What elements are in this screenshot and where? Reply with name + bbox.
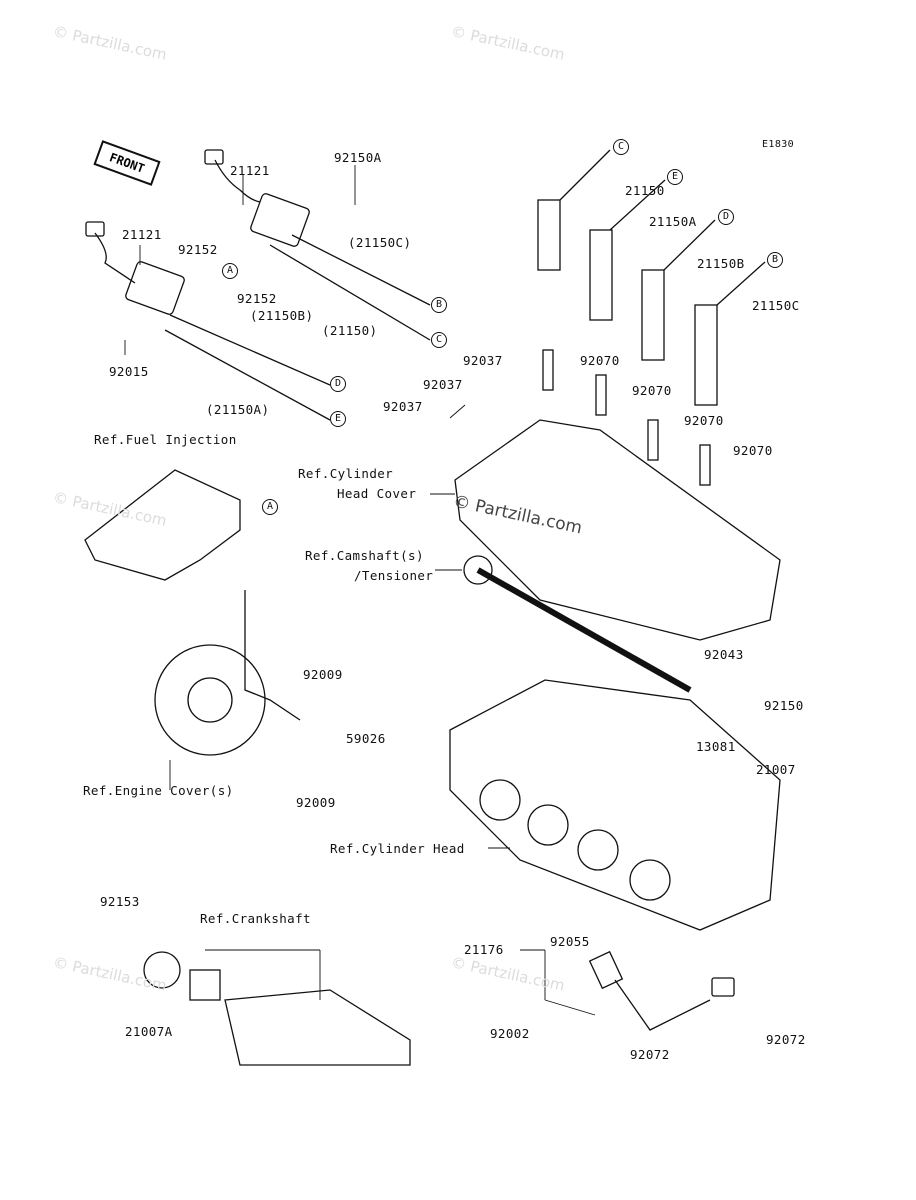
camshaft[interactable] xyxy=(463,555,692,693)
part-92015[interactable]: 92015 xyxy=(109,364,149,379)
callout-e-top: E xyxy=(667,169,683,185)
part-92150A[interactable]: 92150A xyxy=(334,150,382,165)
fuel-injection-bracket[interactable] xyxy=(84,469,241,581)
part-92072-right[interactable]: 92072 xyxy=(766,1032,806,1047)
part-92153[interactable]: 92153 xyxy=(100,894,140,909)
cylinder-head-cover[interactable] xyxy=(454,419,781,641)
part-21150B[interactable]: 21150B xyxy=(697,256,745,271)
crankshaft[interactable] xyxy=(143,951,411,1066)
ref-crankshaft: Ref.Crankshaft xyxy=(200,911,311,926)
callout-e-coil: E xyxy=(330,411,346,427)
leader-lines xyxy=(124,165,596,1016)
part-92037-1[interactable]: 92037 xyxy=(463,353,503,368)
spark-plugs[interactable] xyxy=(542,349,711,486)
callout-a-coil: A xyxy=(222,263,238,279)
part-92152-right[interactable]: 92152 xyxy=(237,291,277,306)
part-59026[interactable]: 59026 xyxy=(346,731,386,746)
part-92009-top[interactable]: 92009 xyxy=(303,667,343,682)
part-92037-2[interactable]: 92037 xyxy=(423,377,463,392)
part-92072-left[interactable]: 92072 xyxy=(630,1047,670,1062)
part-92150[interactable]: 92150 xyxy=(764,698,804,713)
part-92070-2[interactable]: 92070 xyxy=(632,383,672,398)
part-92043[interactable]: 92043 xyxy=(704,647,744,662)
part-92009-bottom[interactable]: 92009 xyxy=(296,795,336,810)
plug-cap-21150B[interactable] xyxy=(641,219,716,361)
part-21176[interactable]: 21176 xyxy=(464,942,504,957)
part-21007[interactable]: 21007 xyxy=(756,762,796,777)
part-21150C[interactable]: 21150C xyxy=(752,298,800,313)
part-92152-left[interactable]: 92152 xyxy=(178,242,218,257)
part-92055[interactable]: 92055 xyxy=(550,934,590,949)
callout-b-top: B xyxy=(767,252,783,268)
part-92070-1[interactable]: 92070 xyxy=(580,353,620,368)
part-13081[interactable]: 13081 xyxy=(696,739,736,754)
ref-cylinder-head-cover-line2: Head Cover xyxy=(337,486,417,501)
cylinder-bores xyxy=(479,779,671,901)
part-21150B-ref[interactable]: (21150B) xyxy=(250,308,314,323)
part-21121-lower[interactable]: 21121 xyxy=(122,227,162,242)
part-21150A-ref[interactable]: (21150A) xyxy=(206,402,270,417)
callout-c-top: C xyxy=(613,139,629,155)
part-21007A[interactable]: 21007A xyxy=(125,1024,173,1039)
callout-d-coil: D xyxy=(330,376,346,392)
diagram-code: E1830 xyxy=(762,139,795,150)
part-21150-ref[interactable]: (21150) xyxy=(322,323,378,338)
cylinder-head[interactable] xyxy=(449,679,781,931)
ref-cylinder-head: Ref.Cylinder Head xyxy=(330,841,465,856)
ignition-coil-upper[interactable] xyxy=(204,149,431,341)
plug-cap-21150[interactable] xyxy=(537,149,611,271)
part-92070-3[interactable]: 92070 xyxy=(684,413,724,428)
callout-d-top: D xyxy=(718,209,734,225)
plug-cap-21150C[interactable] xyxy=(694,261,766,406)
part-92037-3[interactable]: 92037 xyxy=(383,399,423,414)
ref-engine-cover: Ref.Engine Cover(s) xyxy=(83,783,234,798)
part-21121-upper[interactable]: 21121 xyxy=(230,163,270,178)
callout-b-coil: B xyxy=(431,297,447,313)
ignition-coil-lower[interactable] xyxy=(85,221,331,421)
part-92002[interactable]: 92002 xyxy=(490,1026,530,1041)
camshaft-position-sensor[interactable] xyxy=(588,950,735,1031)
ref-camshaft-line1: Ref.Camshaft(s) xyxy=(305,548,424,563)
callout-c-coil: C xyxy=(431,332,447,348)
part-21150C-ref[interactable]: (21150C) xyxy=(348,235,412,250)
ref-fuel-injection: Ref.Fuel Injection xyxy=(94,432,237,447)
ref-camshaft-line2: /Tensioner xyxy=(354,568,434,583)
callout-a-bracket: A xyxy=(262,499,278,515)
plug-cap-21150A[interactable] xyxy=(589,179,666,321)
part-21150[interactable]: 21150 xyxy=(625,183,665,198)
part-92070-4[interactable]: 92070 xyxy=(733,443,773,458)
engine-cover[interactable] xyxy=(154,590,301,756)
ref-cylinder-head-cover-line1: Ref.Cylinder xyxy=(298,466,394,481)
part-21150A[interactable]: 21150A xyxy=(649,214,697,229)
